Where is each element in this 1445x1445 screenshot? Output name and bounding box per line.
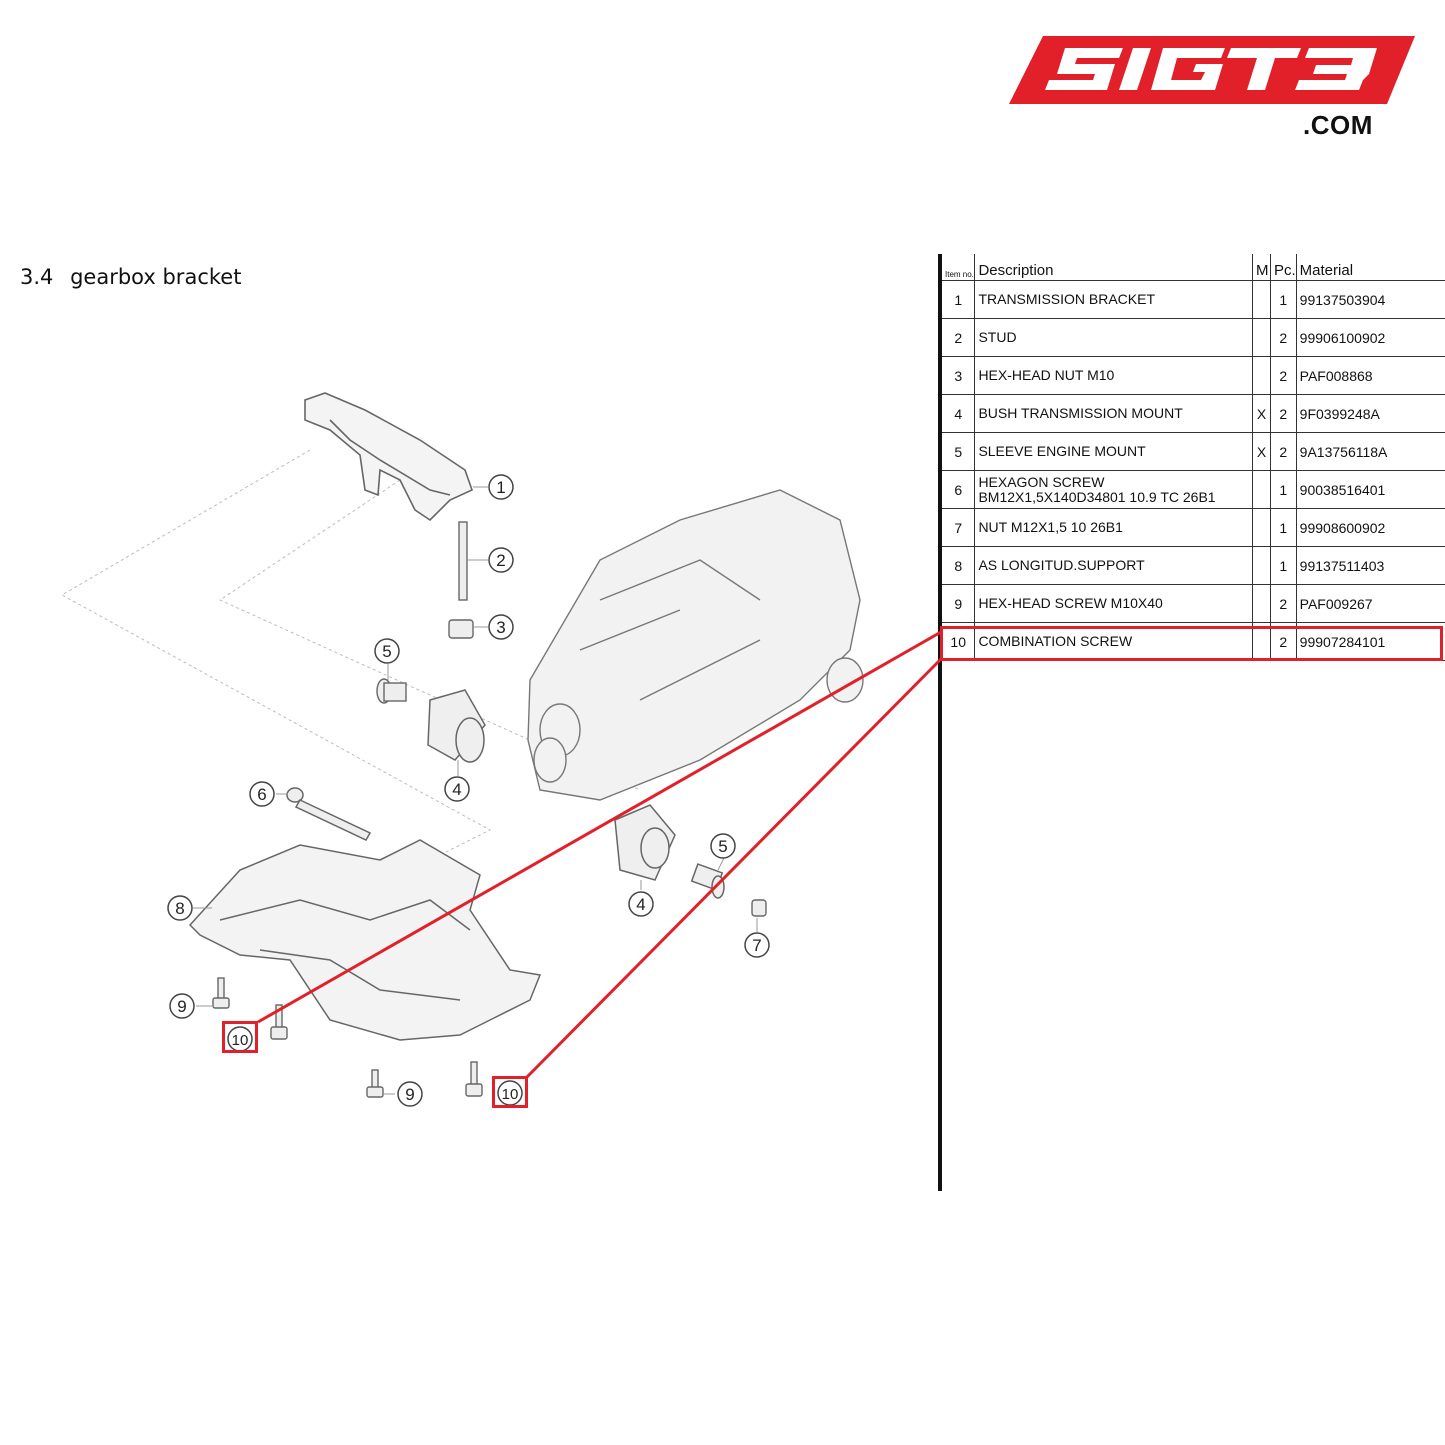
row-pc: 1 bbox=[1270, 280, 1297, 319]
row-material: 90038516401 bbox=[1296, 470, 1445, 509]
row-m: X bbox=[1252, 394, 1271, 433]
row-description: HEX-HEAD SCREW M10X40 bbox=[974, 584, 1253, 623]
row-m bbox=[1252, 546, 1271, 585]
table-row[interactable]: 4 BUSH TRANSMISSION MOUNT X 2 9F0399248A bbox=[942, 394, 1445, 433]
header-description: Description bbox=[974, 254, 1253, 281]
row-material: 9A13756118A bbox=[1296, 432, 1445, 471]
row-pc: 2 bbox=[1270, 394, 1297, 433]
row-m: X bbox=[1252, 432, 1271, 471]
section-title-text: gearbox bracket bbox=[70, 265, 242, 289]
row-pc: 2 bbox=[1270, 356, 1297, 395]
longitudinal-support-drawing bbox=[188, 839, 542, 1041]
row-item: 3 bbox=[942, 356, 976, 395]
row-description: TRANSMISSION BRACKET bbox=[974, 280, 1253, 319]
row-pc: 1 bbox=[1270, 470, 1297, 509]
parts-table: Item no. Description M Pc. Material 1 TR… bbox=[942, 254, 1445, 661]
header-m: M bbox=[1252, 254, 1271, 281]
row-description: BUSH TRANSMISSION MOUNT bbox=[974, 394, 1253, 433]
row-material: 99137511403 bbox=[1296, 546, 1445, 585]
row-item: 8 bbox=[942, 546, 976, 585]
header-item-no: Item no. bbox=[942, 254, 976, 281]
row-pc: 2 bbox=[1270, 432, 1297, 471]
row-material: PAF008868 bbox=[1296, 356, 1445, 395]
row-pc: 1 bbox=[1270, 546, 1297, 585]
table-row[interactable]: 8 AS LONGITUD.SUPPORT 1 99137511403 bbox=[942, 546, 1445, 585]
row-description: NUT M12X1,5 10 26B1 bbox=[974, 508, 1253, 547]
table-row[interactable]: 9 HEX-HEAD SCREW M10X40 2 PAF009267 bbox=[942, 584, 1445, 623]
row-m bbox=[1252, 584, 1271, 623]
logo-suffix: .COM bbox=[1303, 110, 1373, 140]
section-number: 3.4 bbox=[20, 265, 54, 289]
row-pc: 2 bbox=[1270, 584, 1297, 623]
row-item: 4 bbox=[942, 394, 976, 433]
table-row[interactable]: 6 HEXAGON SCREW BM12X1,5X140D34801 10.9 … bbox=[942, 470, 1445, 509]
table-row[interactable]: 2 STUD 2 99906100902 bbox=[942, 318, 1445, 357]
row-description: SLEEVE ENGINE MOUNT bbox=[974, 432, 1253, 471]
row-m bbox=[1252, 470, 1271, 509]
table-header-row: Item no. Description M Pc. Material bbox=[942, 254, 1445, 281]
row-description: HEXAGON SCREW BM12X1,5X140D34801 10.9 TC… bbox=[974, 470, 1253, 509]
table-row[interactable]: 5 SLEEVE ENGINE MOUNT X 2 9A13756118A bbox=[942, 432, 1445, 471]
row-description: HEX-HEAD NUT M10 bbox=[974, 356, 1253, 395]
gearbox-drawing bbox=[527, 489, 864, 801]
row-material: 99906100902 bbox=[1296, 318, 1445, 357]
row-material: 99137503904 bbox=[1296, 280, 1445, 319]
highlight-box-row-10 bbox=[940, 626, 1443, 661]
row-m bbox=[1252, 356, 1271, 395]
table-row[interactable]: 3 HEX-HEAD NUT M10 2 PAF008868 bbox=[942, 356, 1445, 395]
header-pc: Pc. bbox=[1270, 254, 1297, 281]
section-title: 3.4 gearbox bracket bbox=[20, 265, 241, 289]
callout-highlight-box bbox=[492, 1076, 528, 1108]
row-m bbox=[1252, 280, 1271, 319]
row-pc: 2 bbox=[1270, 318, 1297, 357]
row-material: 99908600902 bbox=[1296, 508, 1445, 547]
row-item: 7 bbox=[942, 508, 976, 547]
row-material: PAF009267 bbox=[1296, 584, 1445, 623]
row-item: 6 bbox=[942, 470, 976, 509]
parts-table-panel: Item no. Description M Pc. Material 1 TR… bbox=[938, 254, 1445, 1191]
table-row[interactable]: 7 NUT M12X1,5 10 26B1 1 99908600902 bbox=[942, 508, 1445, 547]
row-m bbox=[1252, 318, 1271, 357]
transmission-bracket-drawing bbox=[304, 392, 473, 522]
header-material: Material bbox=[1296, 254, 1445, 281]
row-item: 2 bbox=[942, 318, 976, 357]
row-description: AS LONGITUD.SUPPORT bbox=[974, 546, 1253, 585]
row-m bbox=[1252, 508, 1271, 547]
row-item: 5 bbox=[942, 432, 976, 471]
exploded-parts-diagram bbox=[60, 392, 864, 1098]
sigtb-logo bbox=[1009, 36, 1415, 104]
table-row[interactable]: 1 TRANSMISSION BRACKET 1 99137503904 bbox=[942, 280, 1445, 319]
row-description: STUD bbox=[974, 318, 1253, 357]
row-material: 9F0399248A bbox=[1296, 394, 1445, 433]
callout-highlight-box bbox=[222, 1021, 258, 1053]
row-item: 9 bbox=[942, 584, 976, 623]
row-pc: 1 bbox=[1270, 508, 1297, 547]
row-item: 1 bbox=[942, 280, 976, 319]
